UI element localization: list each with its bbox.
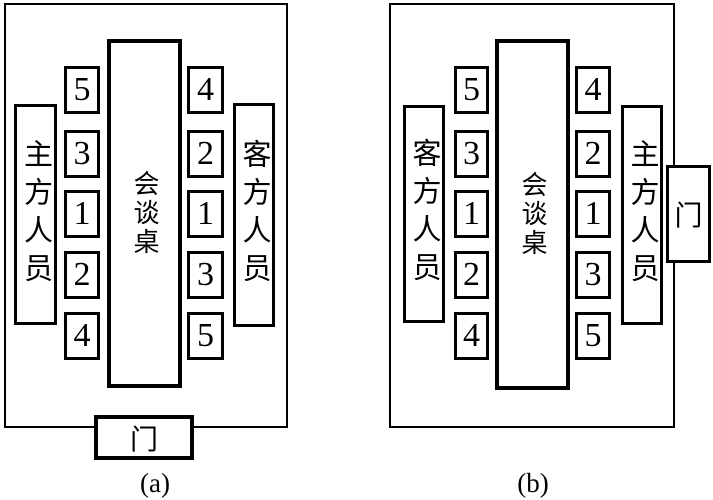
seat-b-right-2: 2 bbox=[575, 130, 611, 178]
meeting-table-b: 会谈桌 bbox=[495, 39, 570, 390]
caption-a: (a) bbox=[140, 468, 170, 498]
seat-b-left-4: 4 bbox=[454, 312, 489, 360]
caption-b: (b) bbox=[517, 468, 549, 498]
host-personnel-panel-a: 主方人员 bbox=[14, 104, 57, 325]
seat-b-right-4: 4 bbox=[575, 66, 611, 114]
seat-a-right-3: 3 bbox=[187, 251, 224, 299]
seat-a-left-4: 4 bbox=[64, 312, 100, 360]
seat-a-right-4: 4 bbox=[187, 66, 224, 114]
host-personnel-panel-b: 主方人员 bbox=[621, 105, 663, 325]
seat-a-left-2: 2 bbox=[64, 251, 100, 299]
seat-b-left-3: 3 bbox=[454, 130, 489, 178]
guest-personnel-panel-a: 客方人员 bbox=[233, 103, 275, 327]
seat-a-right-5: 5 bbox=[187, 312, 224, 360]
seat-a-right-2: 2 bbox=[187, 130, 224, 178]
seat-b-right-5: 5 bbox=[575, 312, 611, 360]
seat-a-right-1: 1 bbox=[187, 190, 224, 238]
door-b: 门 bbox=[666, 165, 711, 263]
meeting-table-a: 会谈桌 bbox=[107, 39, 182, 388]
seat-b-right-1: 1 bbox=[575, 190, 611, 238]
seat-b-left-5: 5 bbox=[454, 66, 489, 114]
door-a: 门 bbox=[94, 415, 194, 460]
seat-a-left-1: 1 bbox=[64, 190, 100, 238]
seat-a-left-5: 5 bbox=[64, 66, 100, 114]
guest-personnel-panel-b: 客方人员 bbox=[403, 105, 445, 323]
seat-a-left-3: 3 bbox=[64, 130, 100, 178]
seat-b-right-3: 3 bbox=[575, 251, 611, 299]
seat-b-left-2: 2 bbox=[454, 251, 489, 299]
seat-b-left-1: 1 bbox=[454, 190, 489, 238]
